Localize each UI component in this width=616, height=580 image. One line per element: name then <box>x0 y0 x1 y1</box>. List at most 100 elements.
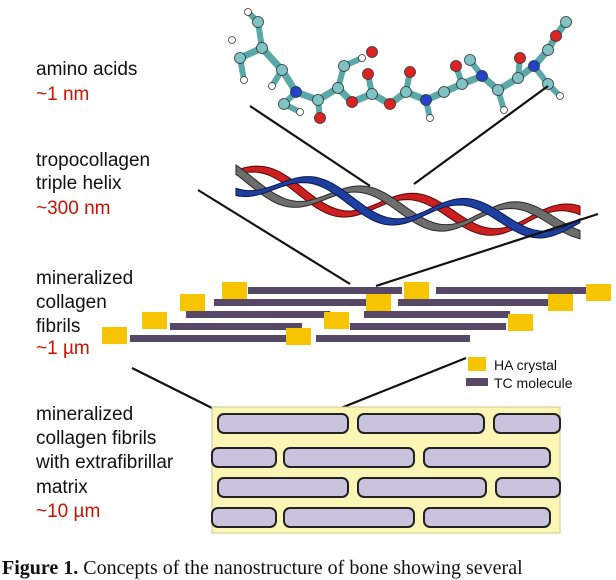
collagen-fibril <box>357 413 485 434</box>
hydrogen-atom <box>296 108 304 116</box>
tc-molecule-rod <box>186 311 330 318</box>
carbon-atom <box>438 86 450 98</box>
label-tropocollagen-1: tropocollagen <box>36 150 151 171</box>
oxygen-atom <box>314 112 326 124</box>
carbon-atom <box>332 82 344 94</box>
hydrogen-atom <box>268 82 276 90</box>
carbon-atom <box>276 64 288 76</box>
label-mineralized-fibrils-1: mineralized <box>36 268 134 289</box>
tc-molecule-rod <box>350 323 506 330</box>
tc-molecule-rod <box>364 311 510 318</box>
oxygen-atom <box>362 68 374 80</box>
helix-strand-gray <box>235 164 581 240</box>
tc-molecule-rod <box>130 335 288 342</box>
ha-crystal <box>508 314 533 331</box>
collagen-fibril <box>283 447 415 468</box>
amino-acid-molecule <box>228 8 572 124</box>
nitrogen-atom <box>476 70 488 82</box>
mineralized-fibril-array <box>102 282 611 345</box>
collagen-fibril <box>423 507 551 528</box>
carbon-atom <box>338 60 350 72</box>
carbon-atom <box>512 72 524 84</box>
collagen-fibril <box>211 447 277 468</box>
hydrogen-atom <box>500 106 508 114</box>
extrafibrillar-matrix <box>211 406 561 534</box>
legend-swatches <box>466 357 488 386</box>
nitrogen-atom <box>290 86 302 98</box>
label-amino-acids: amino acids <box>36 59 138 80</box>
carbon-atom <box>560 16 572 28</box>
oxygen-atom <box>366 46 378 58</box>
ha-crystal <box>102 327 127 344</box>
collagen-fibril <box>217 477 349 498</box>
label-extrafibrillar-3: with extrafibrillar <box>36 452 174 473</box>
tc-molecule-rod <box>248 287 402 294</box>
scale-amino-acids: ~1 nm <box>36 84 90 105</box>
label-tropocollagen-2: triple helix <box>36 173 122 194</box>
tropocollagen-helix <box>235 164 581 240</box>
ha-crystal <box>586 284 611 301</box>
collagen-fibril <box>217 413 349 434</box>
legend-ha-swatch <box>468 357 486 371</box>
oxygen-atom <box>404 66 416 78</box>
carbon-atom <box>252 16 264 28</box>
carbon-atom <box>366 88 378 100</box>
zoom-line <box>249 105 371 187</box>
collagen-fibril <box>423 447 551 468</box>
carbon-atom <box>256 42 268 54</box>
label-mineralized-fibrils-3: fibrils <box>36 316 81 337</box>
nitrogen-atom <box>528 60 540 72</box>
zoom-line <box>197 189 351 285</box>
hydrogen-atom <box>358 54 366 62</box>
ha-crystal <box>404 282 429 299</box>
scale-tropocollagen: ~300 nm <box>36 198 111 219</box>
carbon-atom <box>542 44 554 56</box>
carbon-atom <box>492 84 504 96</box>
hydrogen-atom <box>426 114 434 122</box>
zoom-line <box>413 85 549 185</box>
carbon-atom <box>456 78 468 90</box>
ha-crystal <box>222 282 247 299</box>
collagen-fibril <box>493 413 561 434</box>
helix-strand-red <box>235 165 581 236</box>
label-extrafibrillar-1: mineralized <box>36 404 134 425</box>
collagen-fibril <box>283 507 415 528</box>
tc-molecule-rod <box>316 335 470 342</box>
ha-crystal <box>286 328 311 345</box>
scale-extrafibrillar: ~10 µm <box>36 501 101 522</box>
carbon-atom <box>312 94 324 106</box>
zoom-connector-lines <box>131 85 599 432</box>
legend-tc-label: TC molecule <box>494 375 573 391</box>
carbon-atom <box>464 54 476 66</box>
carbon-atom <box>278 98 290 110</box>
oxygen-atom <box>384 98 396 110</box>
oxygen-atom <box>550 30 562 42</box>
scale-mineralized-fibrils: ~1 µm <box>36 338 90 359</box>
ha-crystal <box>548 294 573 311</box>
hydrogen-atom <box>228 36 236 44</box>
label-extrafibrillar-2: collagen fibrils <box>36 428 157 449</box>
tc-molecule-rod <box>214 299 366 306</box>
collagen-fibril <box>357 477 487 498</box>
ha-crystal <box>142 312 167 329</box>
hydrogen-atom <box>240 76 248 84</box>
zoom-line <box>375 212 599 288</box>
ha-crystal <box>180 294 205 311</box>
oxygen-atom <box>450 60 462 72</box>
tc-molecule-rod <box>436 287 586 294</box>
tc-molecule-rod <box>398 299 548 306</box>
collagen-fibril <box>495 477 561 498</box>
ha-crystal <box>366 294 391 311</box>
legend-ha-label: HA crystal <box>494 357 558 373</box>
legend-tc-swatch <box>466 378 488 386</box>
label-mineralized-fibrils-2: collagen <box>36 292 107 313</box>
collagen-fibril <box>211 507 277 528</box>
carbon-atom <box>234 52 246 64</box>
hydrogen-atom <box>244 8 252 16</box>
carbon-atom <box>400 86 412 98</box>
hydrogen-atom <box>556 92 564 100</box>
tc-molecule-rod <box>170 323 302 330</box>
oxygen-atom <box>346 96 358 108</box>
label-extrafibrillar-4: matrix <box>36 477 88 498</box>
